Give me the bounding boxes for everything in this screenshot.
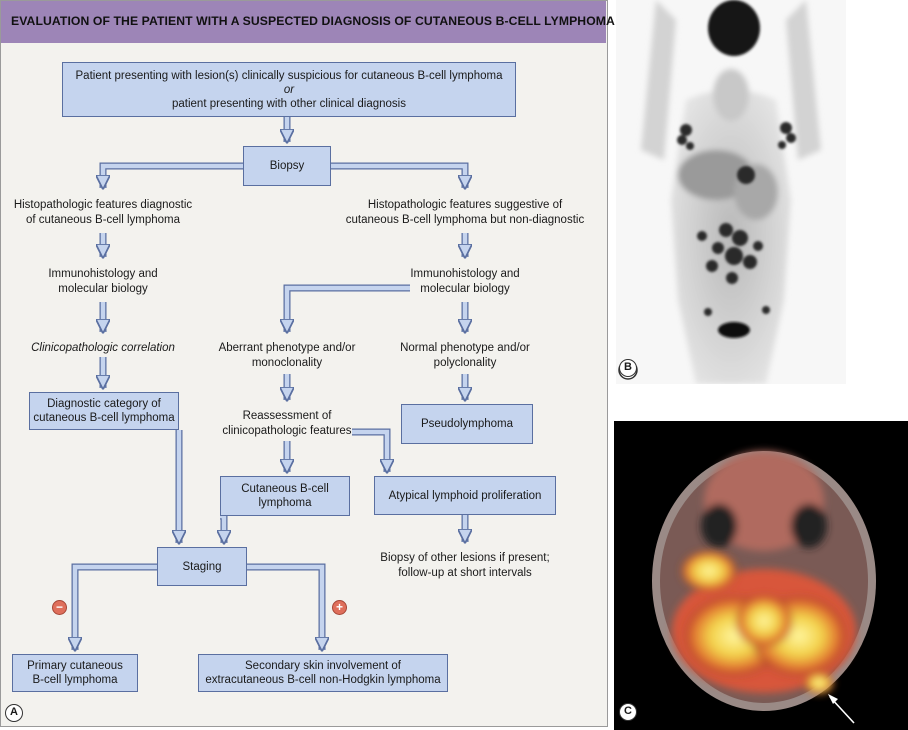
node-histo-suggestive-line2: cutaneous B-cell lymphoma but non-diagno… bbox=[345, 214, 585, 226]
node-pseudolymphoma: Pseudolymphoma bbox=[401, 404, 533, 444]
node-reassessment: Reassessment of clinicopathologic featur… bbox=[200, 409, 374, 439]
node-pseudolymphoma-label: Pseudolymphoma bbox=[420, 418, 514, 430]
node-immuno-right: Immunohistology and molecular biology bbox=[392, 267, 538, 297]
node-cutaneous-bcl: Cutaneous B-cell lymphoma bbox=[220, 476, 350, 516]
node-staging-label: Staging bbox=[182, 560, 222, 573]
arrow-biopsy-right bbox=[331, 162, 469, 188]
sign-positive: + bbox=[332, 600, 347, 615]
arrow-staging-secondary bbox=[247, 563, 326, 650]
node-biopsy: Biopsy bbox=[243, 146, 331, 186]
node-reassessment-line2: clinicopathologic features bbox=[222, 425, 352, 437]
node-immuno-left: Immunohistology and molecular biology bbox=[30, 267, 176, 297]
node-reassessment-line1: Reassessment of bbox=[242, 410, 332, 422]
panel-label-a: A bbox=[5, 704, 23, 722]
panel-label-b: B bbox=[619, 359, 637, 377]
sign-negative: − bbox=[52, 600, 67, 615]
node-biopsy-label: Biopsy bbox=[269, 160, 305, 172]
node-clinicopathologic: Clinicopathologic correlation bbox=[31, 342, 175, 354]
node-biopsy-other: Biopsy of other lesions if present; foll… bbox=[360, 551, 570, 581]
node-normal-line2: polyclonality bbox=[433, 357, 497, 369]
arrow-biopsy-left bbox=[99, 162, 243, 188]
node-primary-line1: Primary cutaneous bbox=[27, 660, 123, 672]
node-immuno-right-line1: Immunohistology and bbox=[410, 268, 520, 280]
node-presenting-line1: Patient presenting with lesion(s) clinic… bbox=[75, 69, 503, 82]
node-biopsy-other-line1: Biopsy of other lesions if present; bbox=[380, 552, 550, 564]
node-secondary-line2: extracutaneous B-cell non-Hodgkin lympho… bbox=[205, 674, 441, 686]
node-normal-line1: Normal phenotype and/or bbox=[400, 342, 530, 354]
pet-ct-axial-image bbox=[614, 421, 908, 730]
node-immuno-left-line1: Immunohistology and bbox=[48, 268, 158, 280]
node-staging: Staging bbox=[157, 547, 247, 586]
node-secondary-involvement: Secondary skin involvement of extracutan… bbox=[198, 654, 448, 692]
node-histo-suggestive: Histopathologic features suggestive of c… bbox=[325, 198, 605, 228]
node-histo-diagnostic: Histopathologic features diagnostic of c… bbox=[0, 198, 206, 228]
node-atypical-label: Atypical lymphoid proliferation bbox=[388, 489, 542, 502]
node-aberrant-line1: Aberrant phenotype and/or bbox=[218, 342, 356, 354]
node-diagnostic-category-line2: cutaneous B-cell lymphoma bbox=[33, 412, 175, 424]
node-aberrant: Aberrant phenotype and/or monoclonality bbox=[200, 341, 374, 371]
pet-whole-body-image bbox=[616, 0, 846, 384]
node-presenting-line2: patient presenting with other clinical d… bbox=[172, 97, 406, 110]
node-histo-diagnostic-line2: of cutaneous B-cell lymphoma bbox=[25, 214, 181, 226]
node-normal: Normal phenotype and/or polyclonality bbox=[385, 341, 545, 371]
node-atypical-proliferation: Atypical lymphoid proliferation bbox=[374, 476, 556, 515]
node-presenting-or: or bbox=[283, 83, 295, 96]
node-presenting: Patient presenting with lesion(s) clinic… bbox=[62, 62, 516, 117]
node-cutaneous-bcl-line1: Cutaneous B-cell bbox=[241, 483, 329, 495]
node-histo-diagnostic-line1: Histopathologic features diagnostic bbox=[13, 199, 193, 211]
node-primary-cutaneous: Primary cutaneous B-cell lymphoma bbox=[12, 654, 138, 692]
diagram-title: EVALUATION OF THE PATIENT WITH A SUSPECT… bbox=[11, 14, 615, 28]
arrow-staging-primary bbox=[71, 563, 157, 650]
node-cutaneous-bcl-line2: lymphoma bbox=[258, 497, 312, 509]
flow-arrows bbox=[0, 117, 608, 727]
node-secondary-line1: Secondary skin involvement of bbox=[245, 660, 401, 672]
title-bar: EVALUATION OF THE PATIENT WITH A SUSPECT… bbox=[1, 1, 615, 43]
node-diagnostic-category-line1: Diagnostic category of bbox=[47, 398, 161, 410]
node-histo-suggestive-line1: Histopathologic features suggestive of bbox=[367, 199, 563, 211]
node-aberrant-line2: monoclonality bbox=[251, 357, 323, 369]
node-immuno-left-line2: molecular biology bbox=[58, 283, 148, 295]
node-diagnostic-category: Diagnostic category of cutaneous B-cell … bbox=[29, 392, 179, 430]
panel-label-c: C bbox=[619, 703, 637, 721]
node-biopsy-other-line2: follow-up at short intervals bbox=[398, 567, 532, 579]
node-primary-line2: B-cell lymphoma bbox=[32, 674, 118, 686]
node-immuno-right-line2: molecular biology bbox=[420, 283, 510, 295]
